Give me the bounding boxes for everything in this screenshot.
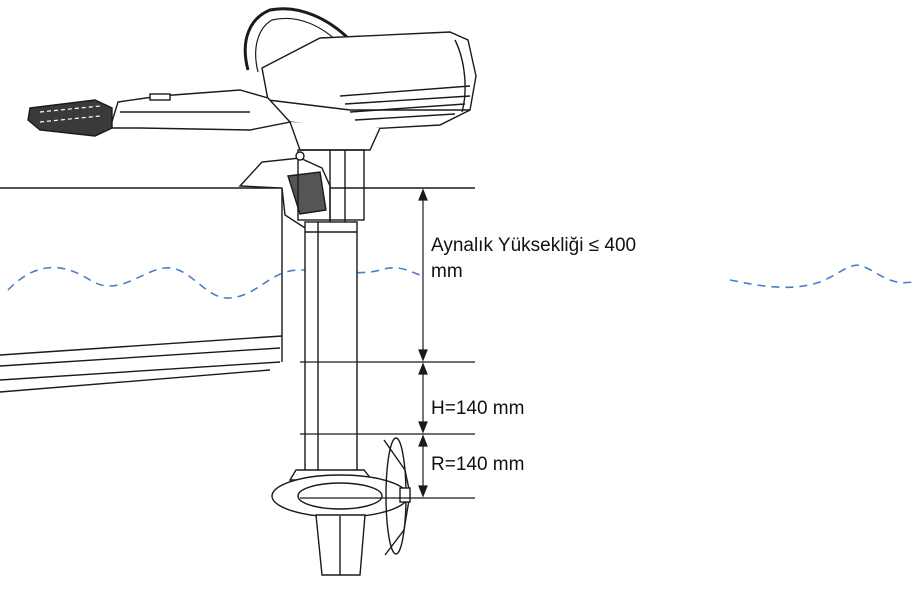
transom-height-label-line2: mm bbox=[431, 261, 463, 282]
water-line bbox=[7, 264, 913, 299]
boat-hull bbox=[0, 187, 475, 393]
motor-head bbox=[27, 7, 477, 151]
transom-clamp bbox=[238, 149, 365, 229]
dimension-lines bbox=[300, 188, 475, 499]
h-dimension-label: H=140 mm bbox=[431, 398, 524, 419]
motor-shaft bbox=[304, 221, 358, 473]
r-dimension-label: R=140 mm bbox=[431, 454, 524, 475]
transom-height-label-line1: Aynalık Yüksekliği ≤ 400 bbox=[431, 235, 636, 256]
lower-unit bbox=[271, 437, 411, 576]
